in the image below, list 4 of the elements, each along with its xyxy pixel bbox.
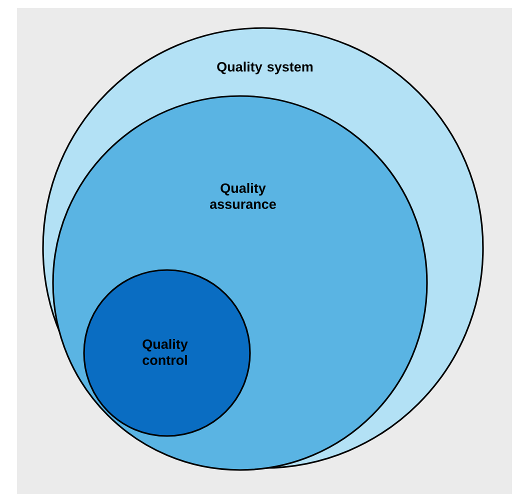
circle bbox=[83, 269, 251, 437]
circle-label: Quality system bbox=[217, 62, 313, 74]
circle-label: Quality control bbox=[142, 339, 188, 365]
circle-label: Quality assurance bbox=[210, 183, 276, 209]
